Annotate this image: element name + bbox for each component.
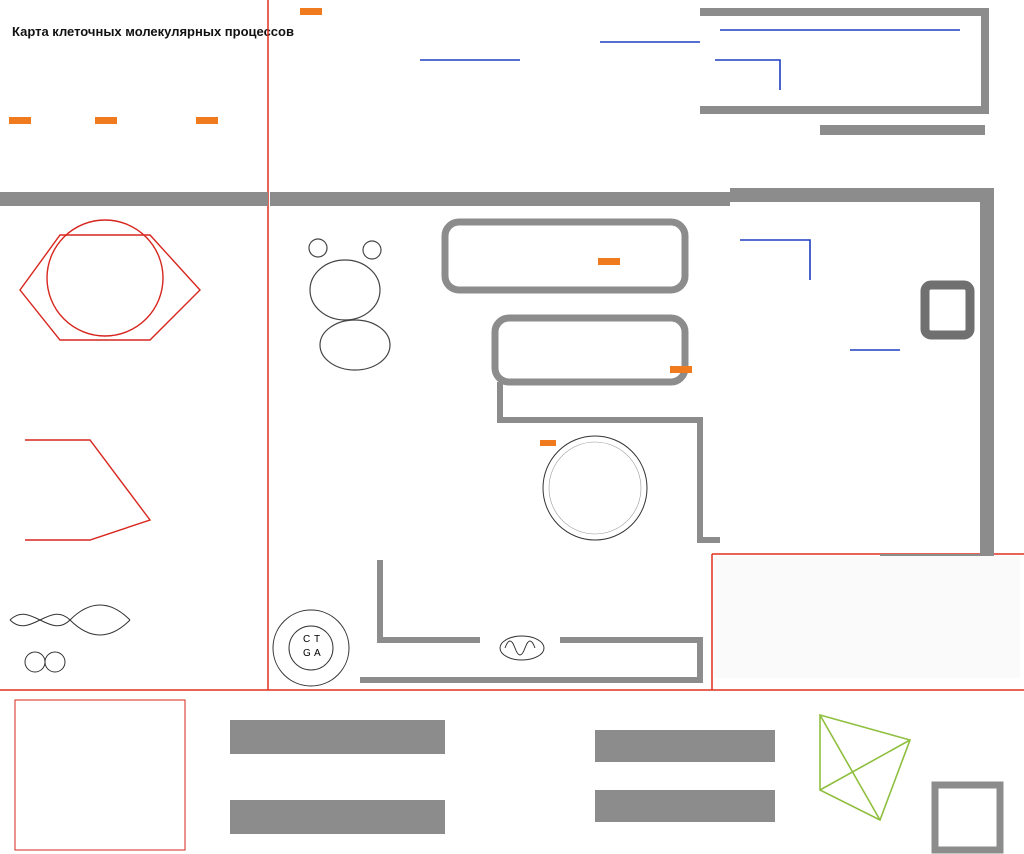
membrane-strip-6 — [595, 790, 775, 822]
green-loop — [819, 713, 912, 822]
orange-accents — [9, 8, 692, 446]
orange-tag-7 — [598, 258, 620, 265]
small-cycle-2 — [362, 240, 382, 260]
membrane-strip-5 — [595, 730, 775, 762]
membrane-left — [0, 192, 268, 206]
orange-tag-6 — [670, 366, 692, 373]
blue-line-3 — [740, 239, 811, 280]
membrane-strip-2 — [230, 800, 360, 834]
green-network — [819, 713, 912, 822]
helix-strand-2 — [9, 613, 131, 636]
mito-box — [920, 280, 975, 340]
orange-tag-4 — [196, 117, 218, 124]
cycle-circles-center — [308, 238, 391, 371]
cycle-2 — [319, 319, 391, 371]
ribosome-coils — [504, 640, 536, 656]
er-membrane-loops — [360, 218, 720, 683]
nuclear-envelope-left — [377, 560, 480, 643]
nucleus — [542, 435, 648, 541]
bottom-panel-1 — [14, 699, 186, 851]
codon-outer — [272, 609, 350, 687]
nuclear-envelope-bottom — [360, 637, 703, 683]
helix-strand-1 — [9, 604, 131, 627]
legend-panel — [714, 556, 1020, 678]
codon-inner — [288, 625, 334, 671]
red-cycle-1 — [46, 219, 164, 337]
small-cycle-1 — [308, 238, 328, 258]
codon-letter-t: T — [314, 634, 320, 645]
er-loop-middle — [491, 314, 689, 386]
membrane-right — [730, 188, 994, 202]
red-cycle-hex — [19, 234, 201, 341]
membrane-strip-4 — [345, 800, 445, 834]
codon-letter-a: A — [314, 648, 321, 659]
blue-pathways — [420, 29, 960, 351]
bottom-panels — [14, 699, 1004, 854]
green-diag-2 — [819, 739, 911, 791]
membrane-strip-1 — [230, 720, 360, 754]
orange-tag-5 — [540, 440, 556, 446]
membrane-right-vertical — [980, 188, 994, 568]
er-loop-upper — [441, 218, 689, 294]
top-right-compartment — [700, 8, 989, 135]
green-diag-1 — [819, 714, 881, 821]
er-tail — [497, 382, 720, 543]
codon-wheel-icon: C T G A — [272, 609, 350, 687]
blue-line-2 — [715, 59, 781, 90]
ribosome-shape — [499, 635, 545, 661]
membrane-strip-3 — [345, 720, 445, 754]
membrane-center — [270, 192, 730, 206]
mitochondria — [920, 280, 975, 340]
codon-letter-g: G — [303, 648, 311, 659]
codon-letter-c: C — [303, 634, 310, 645]
orange-tag-2 — [9, 117, 31, 124]
helix-icon — [9, 604, 131, 673]
plasmid-2 — [44, 651, 66, 673]
membrane-box-7 — [931, 781, 1004, 854]
plasmid-1 — [24, 651, 46, 673]
compartment-outline — [700, 8, 989, 114]
orange-tag-3 — [95, 117, 117, 124]
red-pathway-2 — [25, 439, 152, 541]
cycle-circles-left — [19, 219, 201, 541]
ribosome-icon — [499, 635, 545, 661]
orange-tag-1 — [300, 8, 322, 15]
nucleus-circle — [542, 435, 648, 541]
nucleolus-circle — [548, 441, 642, 535]
page-title: Карта клеточных молекулярных процессов — [12, 24, 294, 39]
cycle-1 — [309, 259, 381, 321]
